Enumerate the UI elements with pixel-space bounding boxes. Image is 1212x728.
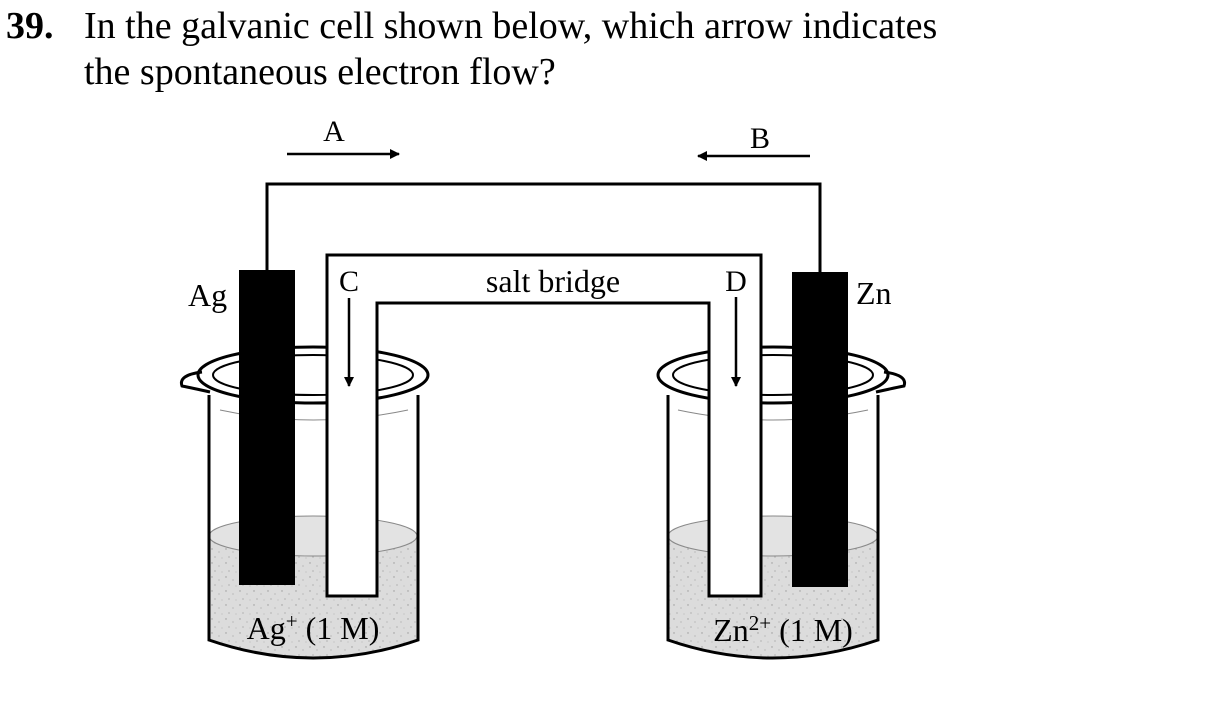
zn-ion-concentration: (1 M) [771, 612, 853, 648]
salt-bridge [325, 253, 763, 598]
salt-bridge-label: salt bridge [486, 263, 620, 299]
question-text-line-2: the spontaneous electron flow? [84, 51, 556, 93]
right-beaker-spout [875, 370, 907, 394]
zn-electrode [792, 272, 848, 587]
ag-electrode [239, 270, 295, 585]
question-text-line-1: In the galvanic cell shown below, which … [84, 5, 938, 47]
arrow-b-label: B [750, 122, 770, 155]
ag-ion-charge: + [286, 609, 298, 633]
question-number: 39. [6, 5, 54, 47]
arrow-d-label: D [725, 265, 747, 298]
left-solution-label: Ag+ (1 M) [247, 609, 380, 646]
ag-ion-symbol: Ag [247, 610, 286, 646]
zn-ion-symbol: Zn [713, 612, 749, 648]
arrow-c-label: C [339, 265, 359, 298]
external-wire [265, 182, 822, 274]
zn-ion-charge: 2+ [749, 611, 771, 635]
ag-ion-concentration: (1 M) [298, 610, 380, 646]
question-block: 39. In the galvanic cell shown below, wh… [0, 0, 1212, 100]
ag-electrode-label: Ag [188, 277, 227, 313]
left-beaker-spout [179, 370, 211, 394]
zn-electrode-label: Zn [856, 275, 892, 311]
arrow-a-label: A [323, 115, 345, 148]
right-solution-label: Zn2+ (1 M) [713, 611, 853, 648]
